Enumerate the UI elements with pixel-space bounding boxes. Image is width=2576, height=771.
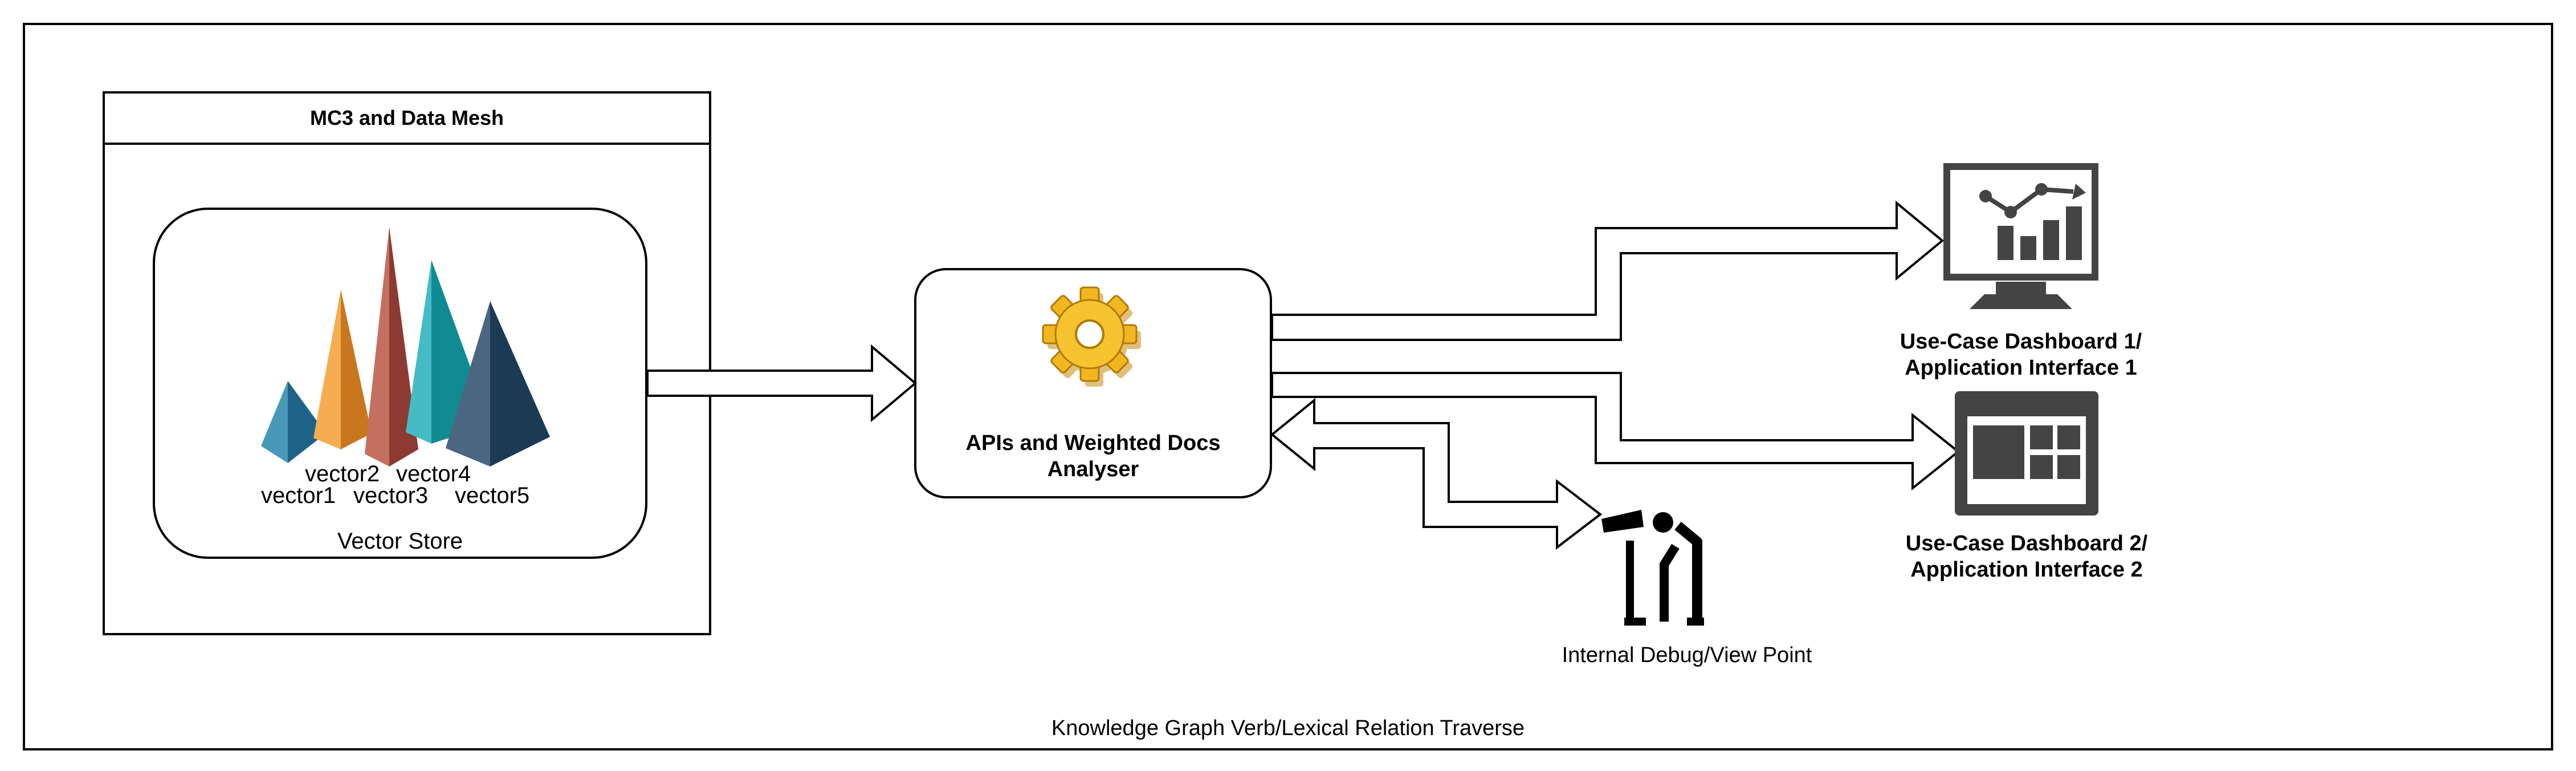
pyramid-vector2 xyxy=(313,290,372,449)
mc3-panel-title: MC3 and Data Mesh xyxy=(309,106,504,129)
arrow-api-debug xyxy=(1270,397,1603,550)
vector-store-label: Vector Store xyxy=(337,529,463,554)
vector-label-5: vector5 xyxy=(455,483,530,508)
person-telescope-icon xyxy=(1601,510,1704,626)
vector-label-3: vector3 xyxy=(353,483,429,508)
pyramid-vector5 xyxy=(446,301,550,466)
dashboard1-label-line1: Use-Case Dashboard 1/ xyxy=(1900,330,2142,354)
dashboard2-label-line2: Application Interface 2 xyxy=(1910,558,2143,582)
monitor-chart-icon xyxy=(1943,163,2098,309)
connector-arrows xyxy=(646,200,1960,550)
pyramid-vector1 xyxy=(261,381,326,463)
api-box-title: APIs and Weighted Docs Analyser xyxy=(965,431,1221,481)
debug-label: Internal Debug/View Point xyxy=(1562,643,1812,667)
dashboard1-label-line2: Application Interface 1 xyxy=(1905,356,2137,380)
dashboard2-label-line1: Use-Case Dashboard 2/ xyxy=(1905,531,2148,555)
arrow-store-to-api xyxy=(646,344,918,423)
outer-frame-title: Knowledge Graph Verb/Lexical Relation Tr… xyxy=(1051,716,1525,740)
vector-label-1: vector1 xyxy=(261,483,336,508)
arrow-api-to-dashboard1 xyxy=(1271,200,1945,341)
vector-pyramids xyxy=(261,227,550,466)
gear-icon xyxy=(1042,286,1141,387)
vector-label-2: vector2 xyxy=(305,461,380,486)
vector-label-4: vector4 xyxy=(396,461,471,486)
dashboard-window-icon xyxy=(1955,391,2098,516)
arrow-api-to-dashboard2 xyxy=(1271,372,1960,491)
